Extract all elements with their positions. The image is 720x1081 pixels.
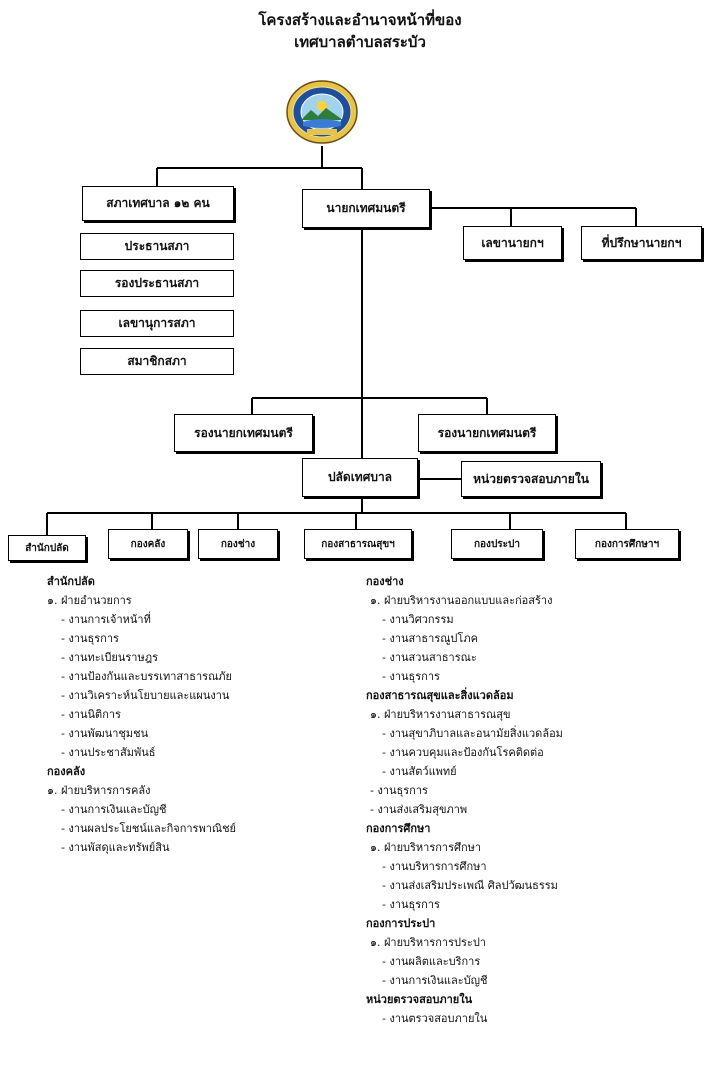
deputy-mayor-box-left: รองนายกเทศมนตรี <box>174 414 313 452</box>
duty-item: - งานธุรการ <box>382 898 440 911</box>
duty-item: - งานสัตว์แพทย์ <box>382 765 457 778</box>
municipal-seal-logo <box>286 80 358 144</box>
duty-item: - งานควบคุมและป้องกันโรคติดต่อ <box>382 746 544 759</box>
duty-item: - งานพัฒนาชุมชน <box>61 727 149 740</box>
dept-office-of-clerk-box: สำนักปลัด <box>8 535 86 561</box>
duty-item: - งานพัสดุและทรัพย์สิน <box>61 841 170 854</box>
duty-item: - งานผลิตและบริการ <box>382 955 481 968</box>
section-heading: กองช่าง <box>366 575 404 588</box>
mayor-box: นายกเทศมนตรี <box>302 189 430 228</box>
section-heading: สำนักปลัด <box>47 575 95 588</box>
duty-item: - งานธุรการ <box>61 632 119 645</box>
internal-audit-box: หน่วยตรวจสอบภายใน <box>461 461 601 497</box>
duties-left-column: สำนักปลัด๑. ฝ่ายอำนวยการ - งานการเจ้าหน้า… <box>47 572 236 857</box>
duty-item: - งานวิศวกรรม <box>382 613 454 626</box>
mayor-advisor-box: ที่ปรึกษานายกฯ <box>581 226 702 260</box>
division-item: - งานส่งเสริมสุขภาพ <box>370 803 468 816</box>
section-heading: กองการศึกษา <box>366 822 431 835</box>
duty-item: - งานผลประโยชน์และกิจการพาณิชย์ <box>61 822 236 835</box>
division-item: ๑. ฝ่ายบริหารงานออกแบบและก่อสร้าง <box>370 594 553 607</box>
page-title-line1: โครงสร้างและอำนาจหน้าที่ของ <box>258 11 462 29</box>
section-heading: กองคลัง <box>47 765 86 778</box>
division-item: ๑. ฝ่ายบริหารการคลัง <box>47 784 151 797</box>
dept-engineering-box: กองช่าง <box>198 529 278 559</box>
deputy-mayor-box-right: รองนายกเทศมนตรี <box>418 414 556 452</box>
council-secretary-box: เลขานุการสภา <box>80 310 234 337</box>
duty-item: - งานทะเบียนราษฎร <box>61 651 159 664</box>
municipal-clerk-box: ปลัดเทศบาล <box>302 458 418 497</box>
council-box: สภาเทศบาล ๑๒ คน <box>82 186 234 221</box>
dept-waterworks-box: กองประปา <box>451 529 543 559</box>
duty-item: - งานการเงินและบัญชี <box>382 974 488 987</box>
section-heading: กองสาธารณสุขและสิ่งแวดล้อม <box>366 689 514 702</box>
division-item: ๑. ฝ่ายบริหารการประปา <box>370 936 486 949</box>
section-heading: กองการประปา <box>366 917 436 930</box>
page-title-line2: เทศบาลตำบลสระบัว <box>294 33 426 51</box>
council-vice-president-box: รองประธานสภา <box>80 270 234 297</box>
duty-item: - งานบริหารการศึกษา <box>382 860 487 873</box>
duty-item: - งานส่งเสริมประเพณี ศิลปวัฒนธรรม <box>382 879 558 892</box>
duty-item: - งานตรวจสอบภายใน <box>382 1012 488 1025</box>
division-item: ๑. ฝ่ายบริหารการศึกษา <box>370 841 482 854</box>
dept-finance-box: กองคลัง <box>108 529 188 559</box>
duty-item: - งานสาธารณูปโภค <box>382 632 478 645</box>
duty-item: - งานธุรการ <box>382 670 440 683</box>
dept-public-health-box: กองสาธารณสุขฯ <box>304 529 412 559</box>
duty-item: - งานนิติการ <box>61 708 121 721</box>
duties-right-column: กองช่าง๑. ฝ่ายบริหารงานออกแบบและก่อสร้าง… <box>366 572 563 1028</box>
mayor-secretary-box: เลขานายกฯ <box>463 226 562 260</box>
duty-item: - งานการเจ้าหน้าที่ <box>61 613 151 626</box>
duty-item: - งานประชาสัมพันธ์ <box>61 746 156 759</box>
division-item: ๑. ฝ่ายบริหารงานสาธารณสุข <box>370 708 511 721</box>
section-heading: หน่วยตรวจสอบภายใน <box>366 993 473 1006</box>
dept-education-box: กองการศึกษาฯ <box>575 529 679 559</box>
council-president-box: ประธานสภา <box>80 233 234 260</box>
division-item: - งานธุรการ <box>370 784 428 797</box>
duty-item: - งานการเงินและบัญชี <box>61 803 167 816</box>
council-members-box: สมาชิกสภา <box>80 348 234 375</box>
duty-item: - งานสุขาภิบาลและอนามัยสิ่งแวดล้อม <box>382 727 563 740</box>
duty-item: - งานวิเคราะห์นโยบายและแผนงาน <box>61 689 230 702</box>
duty-item: - งานสวนสาธารณะ <box>382 651 477 664</box>
duty-item: - งานป้องกันและบรรเทาสาธารณภัย <box>61 670 232 683</box>
division-item: ๑. ฝ่ายอำนวยการ <box>47 594 132 607</box>
